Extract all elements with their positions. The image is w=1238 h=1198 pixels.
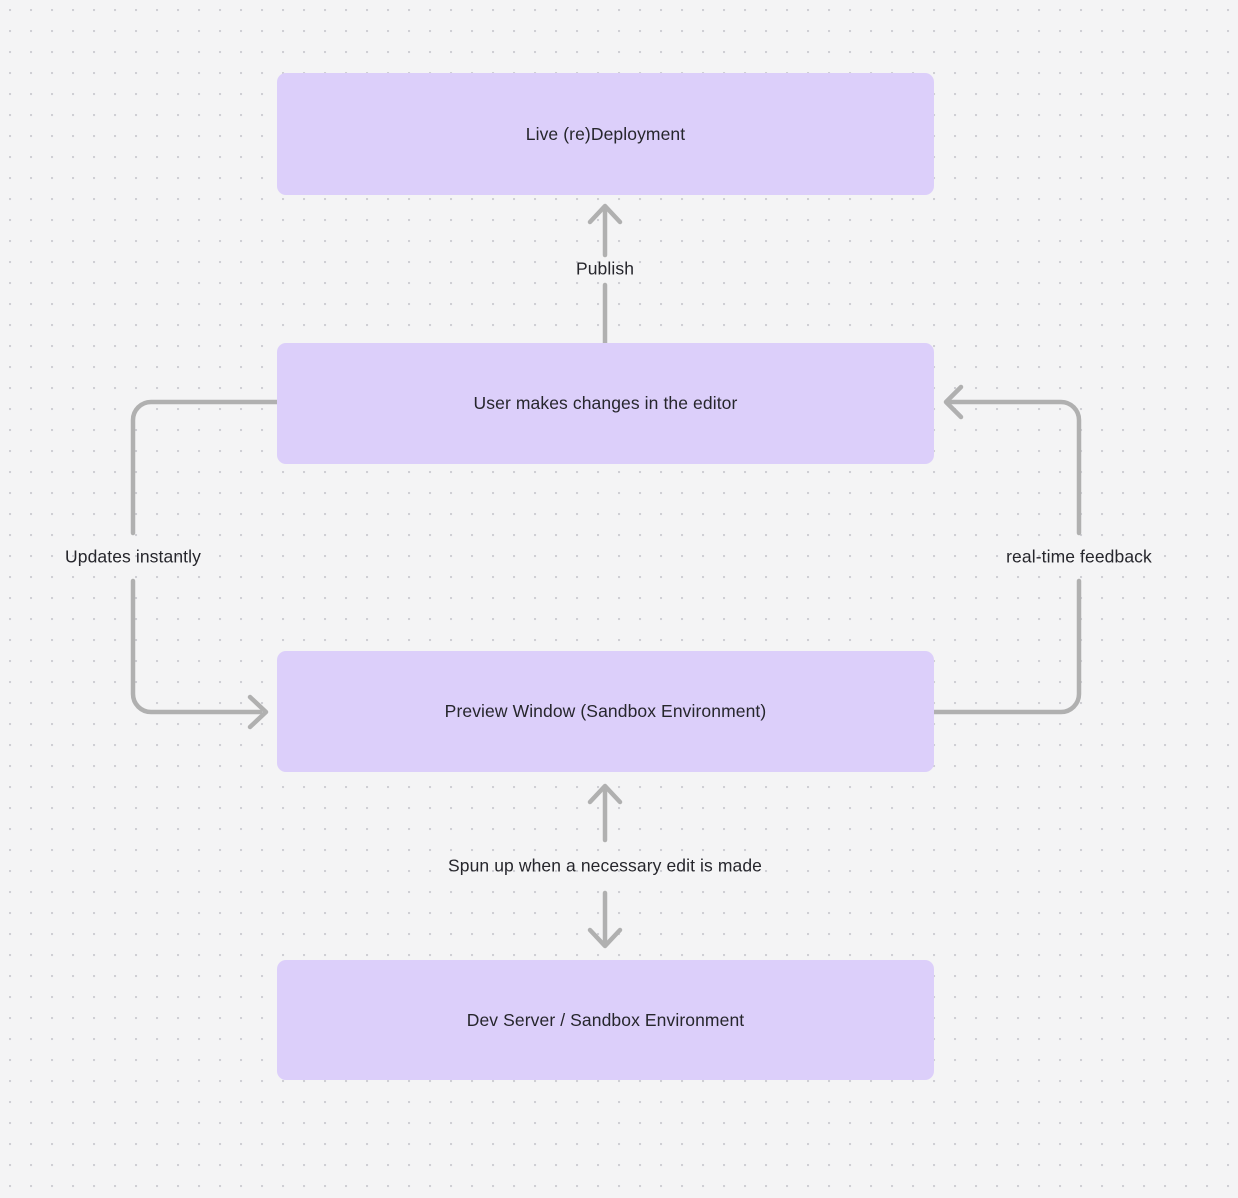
- node-live-deployment[interactable]: Live (re)Deployment: [277, 73, 934, 195]
- node-dev-server[interactable]: Dev Server / Sandbox Environment: [277, 960, 934, 1080]
- node-preview-window[interactable]: Preview Window (Sandbox Environment): [277, 651, 934, 772]
- edge-label-real-time-feedback: real-time feedback: [1006, 546, 1152, 567]
- edge-label-spun-up: Spun up when a necessary edit is made: [447, 855, 763, 876]
- node-label: User makes changes in the editor: [473, 393, 738, 414]
- edge-label-publish: Publish: [575, 258, 635, 279]
- node-label: Live (re)Deployment: [525, 123, 686, 144]
- node-label: Preview Window (Sandbox Environment): [444, 701, 767, 722]
- node-label: Dev Server / Sandbox Environment: [466, 1009, 745, 1030]
- edge-label-updates-instantly: Updates instantly: [65, 546, 201, 567]
- node-user-edits[interactable]: User makes changes in the editor: [277, 343, 934, 464]
